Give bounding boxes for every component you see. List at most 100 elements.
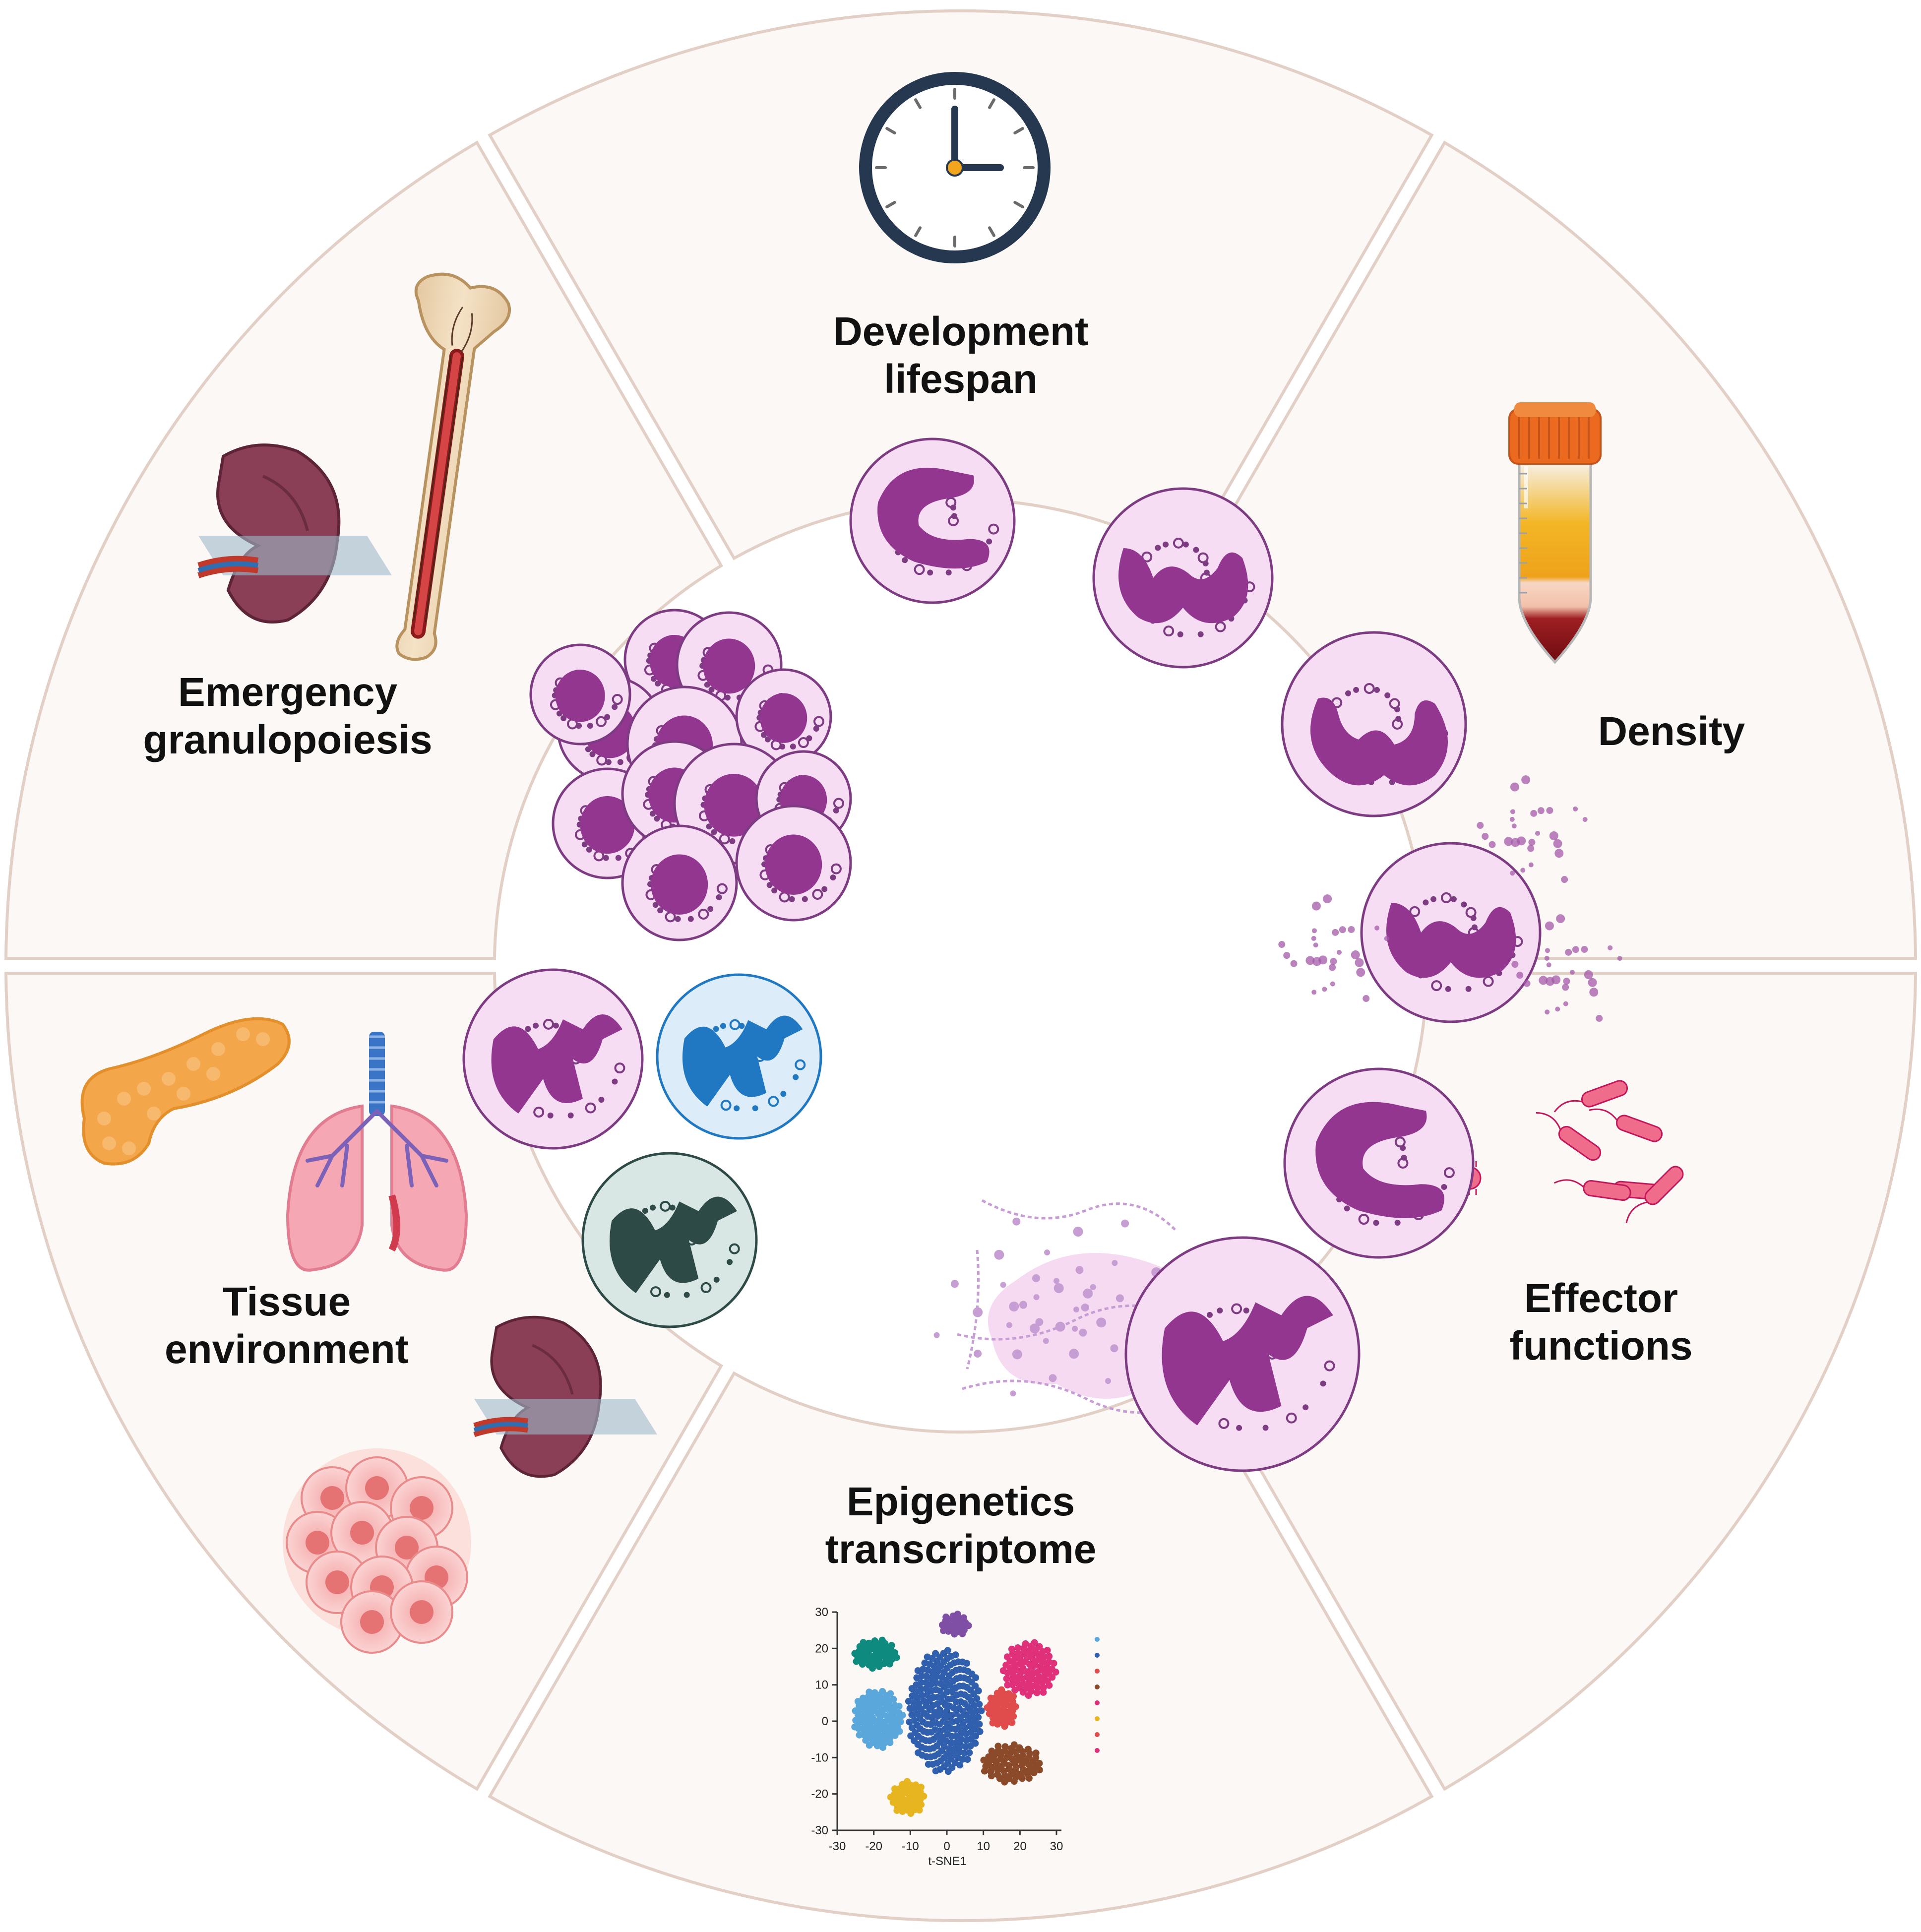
tsne-point — [914, 1667, 922, 1675]
granule-release — [1330, 958, 1337, 965]
tsne-point — [854, 1698, 862, 1705]
granule-release — [1561, 876, 1568, 883]
tsne-point — [891, 1785, 899, 1793]
tsne-point — [954, 1611, 961, 1618]
tsne-point — [913, 1674, 921, 1682]
tsne-point — [920, 1793, 928, 1800]
granule-release — [1545, 921, 1554, 931]
tsne-point — [886, 1708, 894, 1715]
tsne-point — [985, 1753, 992, 1760]
granule-release — [1510, 782, 1519, 792]
granule-release — [1535, 831, 1540, 836]
tsne-ytick: -20 — [811, 1788, 828, 1801]
tsne-point — [986, 1710, 993, 1717]
tsne-point — [1012, 1703, 1019, 1710]
granule-release — [1563, 978, 1570, 985]
tsne-point — [1010, 1713, 1017, 1720]
tsne-point — [1014, 1649, 1022, 1657]
granule-release — [1337, 950, 1342, 955]
tsne-point — [1049, 1674, 1056, 1681]
granule-release — [1528, 839, 1536, 846]
tsne-xlabel: t-SNE1 — [928, 1855, 966, 1868]
granule-release — [1330, 981, 1335, 987]
tsne-xtick: -10 — [902, 1840, 919, 1853]
granule-release — [1323, 894, 1332, 904]
tsne-point — [1024, 1745, 1032, 1753]
emergency-title-line2: granulopoiesis — [143, 717, 432, 762]
tsne-point — [899, 1711, 906, 1719]
tsne-point — [942, 1613, 950, 1620]
tsne-point — [917, 1801, 925, 1808]
granule-release — [1311, 990, 1317, 995]
granule-release — [1539, 976, 1548, 985]
granule-release — [1356, 968, 1365, 977]
tsne-point — [893, 1807, 901, 1814]
tsne-point — [987, 1694, 994, 1702]
tsne-point — [1010, 1692, 1017, 1700]
tsne-point — [1033, 1679, 1041, 1686]
tsne-point — [907, 1732, 915, 1740]
tsne-point — [1010, 1741, 1018, 1748]
tsne-point — [1030, 1769, 1038, 1777]
tsne-point — [888, 1642, 895, 1649]
granule-release — [1322, 987, 1327, 992]
tsne-point — [924, 1691, 931, 1698]
tsne-point — [972, 1733, 980, 1740]
granule-release — [1570, 970, 1575, 975]
tsne-legend-dot — [1095, 1637, 1100, 1642]
bacterium — [1625, 1166, 1684, 1224]
tsne-point — [908, 1685, 916, 1692]
myeloblast-cell — [621, 824, 738, 941]
tsne-point — [862, 1737, 869, 1744]
tsne-point — [978, 1707, 985, 1715]
myeloblast-cell — [735, 805, 852, 922]
tsne-point — [879, 1744, 886, 1751]
tsne-point — [887, 1690, 894, 1697]
tsne-point — [975, 1714, 982, 1721]
bacterium — [1553, 1179, 1631, 1201]
tsne-point — [856, 1731, 863, 1739]
granule-release — [1318, 955, 1328, 965]
tsne-xtick: 20 — [1013, 1840, 1027, 1853]
tsne-point — [1002, 1662, 1010, 1669]
tsne-xtick: -30 — [829, 1840, 846, 1853]
tsne-point — [908, 1724, 916, 1732]
tsne-point — [944, 1647, 951, 1654]
tissue-title-line1: Tissue — [223, 1279, 351, 1324]
tsne-point — [975, 1687, 982, 1694]
tsne-point — [1019, 1688, 1027, 1696]
tsne-point — [851, 1723, 859, 1731]
tsne-point — [886, 1660, 893, 1668]
tsne-point — [1010, 1778, 1018, 1785]
tsne-point — [859, 1661, 866, 1668]
tsne-point — [980, 1756, 988, 1764]
tsne-point — [965, 1622, 972, 1629]
tsne-ytick: -30 — [811, 1824, 828, 1837]
tsne-point — [921, 1659, 929, 1667]
granule-release — [1551, 975, 1561, 985]
tsne-point — [973, 1707, 980, 1715]
tsne-point — [1019, 1675, 1026, 1683]
tsne-point — [1018, 1775, 1026, 1782]
granule-release — [1511, 961, 1519, 968]
tsne-point — [959, 1630, 966, 1637]
granule-release — [1305, 956, 1315, 965]
tsne-point — [865, 1639, 872, 1647]
granule-release — [1588, 978, 1597, 987]
tsne-point — [976, 1728, 984, 1735]
granule-release — [1523, 980, 1531, 987]
granule-release — [1504, 837, 1513, 846]
tsne-point — [905, 1697, 912, 1705]
granule-release — [1332, 929, 1339, 936]
tsne-legend-dot — [1095, 1700, 1100, 1705]
tsne-point — [924, 1653, 931, 1661]
granule-release — [1521, 775, 1531, 785]
bacterium — [1589, 1108, 1663, 1142]
tsne-point — [1014, 1644, 1022, 1652]
tsne-point — [973, 1695, 981, 1702]
granule-release — [1482, 833, 1489, 840]
tsne-point — [915, 1700, 923, 1708]
granule-release — [1545, 1009, 1550, 1015]
tsne-point — [999, 1667, 1007, 1675]
